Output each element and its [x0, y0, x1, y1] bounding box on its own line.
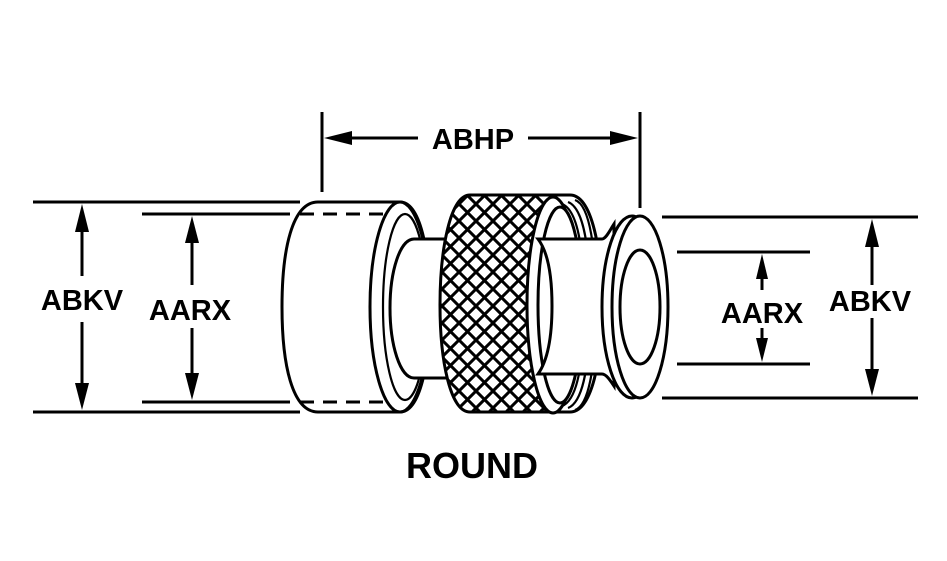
right-outer-diameter-label: ABKV	[829, 286, 912, 318]
right-dimension-group	[662, 215, 918, 400]
left-dimension-group	[33, 200, 300, 414]
arrow-down-icon	[865, 369, 879, 396]
left-inner-diameter-label: AARX	[149, 295, 232, 327]
diagram-title: ROUND	[406, 445, 538, 486]
arrow-down-icon	[185, 373, 199, 400]
arrow-up-icon	[185, 216, 199, 243]
overall-length-label: ABHP	[432, 124, 514, 156]
length-dimension-group	[320, 112, 642, 208]
arrow-down-icon	[756, 338, 768, 362]
left-outer-diameter-label: ABKV	[41, 285, 124, 317]
arrow-left-icon	[324, 131, 352, 145]
right-inner-diameter-label: AARX	[721, 298, 804, 330]
arrow-up-icon	[756, 254, 768, 279]
center-barrel-right	[534, 219, 616, 391]
right-flange-bore	[618, 248, 662, 366]
right-flange-face	[610, 214, 670, 400]
connector-illustration	[280, 193, 670, 415]
arrow-up-icon	[865, 219, 879, 247]
arrow-right-icon	[610, 131, 638, 145]
arrow-up-icon	[75, 204, 89, 232]
arrow-down-icon	[75, 383, 89, 410]
